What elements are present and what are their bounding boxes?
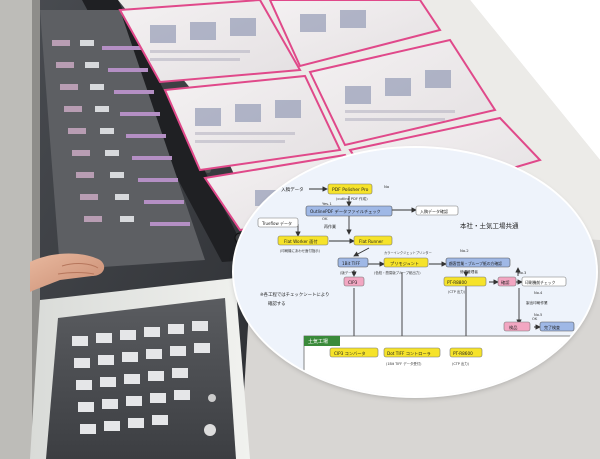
node-dot-tiff: Dot TIFF コントローラ [387, 351, 431, 357]
node-insatsu-check: 印刷機前チェック [525, 280, 556, 285]
label-no-4: No.4 [534, 291, 543, 295]
node-pdf-polisher-sub: (outline PDF 作成) [336, 196, 368, 201]
chart-title: 本社・土気工場共通 [460, 221, 519, 230]
node-pt-r8800-a-sub: (CTP 出力) [448, 289, 466, 294]
label-no-5: No.5 [534, 313, 542, 317]
label-ok-3: OK [532, 317, 538, 321]
node-outline-check: OutlinePDF データファイルチェック [310, 208, 381, 215]
node-pdf-polisher: PDF Polisher Pro [332, 187, 369, 193]
node-pre-print: プリモジュント [390, 261, 419, 267]
label-ok-1: OK [322, 216, 328, 221]
node-pt-r8800-a: PT-R8800 [447, 280, 467, 285]
label-yes-1: Yes.1 [322, 201, 332, 206]
node-dot-tiff-sub: (1Bit TIFF データ受付) [386, 361, 422, 366]
node-pt-r8600-b-sub: (CTP 出力) [452, 361, 470, 366]
note-line-1: ※各工程ではチェックシートにより [260, 291, 329, 298]
node-1bit-tiff-sub: (版データ) [340, 270, 357, 275]
node-color-ink-proof: カラーインクジェットプリンター [384, 250, 432, 255]
node-flat-worker: Flat Worker 面付 [284, 238, 318, 245]
key-panel-upper [40, 10, 205, 270]
workflow-chart-oval: 本社・土気工場共通 EPS・PDF 入稿データ PDF Polisher Pro… [234, 148, 596, 396]
node-kensa: 検品 [509, 324, 517, 331]
factory-label: 土気工場 [308, 338, 328, 345]
node-seihon-sagyo: 製出印刷作業 [526, 300, 548, 305]
hand [30, 253, 105, 292]
node-nyuko-check: 入稿データ確認 [420, 208, 448, 214]
node-pre-print-sub: (色校・簡易版ブループ紙出力) [374, 270, 421, 275]
node-eps-pdf: EPS・PDF 入稿データ [258, 186, 304, 193]
node-kakunin: 確認 [501, 279, 510, 286]
control-panel-lower [30, 278, 250, 459]
node-cip3-converter: CIP3 コンバータ [334, 350, 366, 357]
node-trueflow-data: Trueflow データ [261, 220, 292, 226]
node-cip3: CIP3 [348, 280, 358, 285]
node-shusei: 修正管理者 [460, 269, 478, 274]
factory-box [303, 335, 575, 396]
node-pt-r8600-b: PT-R8600 [453, 351, 473, 356]
label-no-2: No.2 [460, 248, 469, 253]
note-line-2: 確認する [268, 300, 286, 307]
node-sekkai: 顧客営業・ブループ紙の方確認 [449, 261, 502, 266]
node-flat-worker-sub: (印刷機にあわせ面付指示) [280, 248, 321, 253]
node-saiseisaku: 再作業 [324, 223, 336, 229]
node-flat-runner: Flat Runner [359, 239, 383, 244]
node-1bit-tiff: 1Bit TIFF [342, 261, 361, 266]
label-no-3: No.3 [518, 271, 526, 275]
label-no-1: No [384, 184, 390, 189]
node-kanryo: 完了検査 [544, 324, 560, 330]
